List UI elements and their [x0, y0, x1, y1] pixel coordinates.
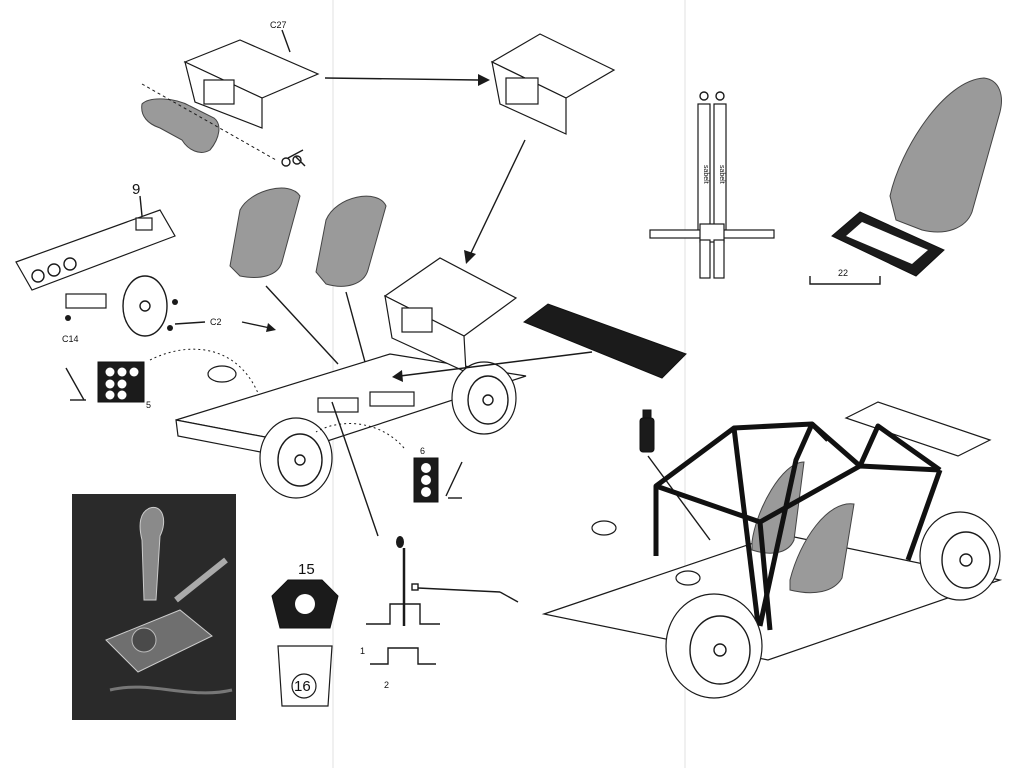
seat-with-rails: 22: [809, 77, 1002, 285]
gear-lever-section: 1 2: [360, 536, 519, 690]
wheel-front-right: [665, 593, 763, 699]
wheel-rear: [451, 361, 517, 435]
arrow-mat-to-floor: [399, 351, 593, 377]
label-15: 15: [298, 561, 315, 578]
cut-line: [141, 83, 277, 161]
label-22: 22: [838, 268, 848, 278]
label-16: 16: [294, 678, 311, 695]
fire-extinguisher-icon: [639, 409, 711, 541]
belt-brand-right: sabelt: [718, 165, 725, 184]
arrow-to-panel: [324, 77, 479, 81]
gear-shift-photo: [72, 494, 236, 720]
label-1: 1: [360, 646, 365, 656]
rear-panel-trimmed: [490, 33, 616, 135]
label-6: 6: [420, 446, 425, 456]
belt-brand-left: sabelt: [702, 165, 709, 184]
part-15: 15: [271, 561, 339, 629]
part-16: 16: [277, 645, 333, 707]
wheel-front: [259, 417, 333, 499]
seat-left: [229, 187, 339, 365]
label-c2: C2: [210, 317, 222, 327]
gauge-9: [135, 217, 153, 231]
chassis-center: [175, 257, 527, 499]
roll-cage: [653, 421, 943, 631]
scissors-icon: [281, 149, 306, 167]
label-9: 9: [132, 181, 140, 198]
decal-6: 6: [315, 423, 463, 503]
racing-harness: sabelt sabelt: [649, 91, 775, 279]
label-c14: C14: [62, 334, 79, 344]
arrow-panel-to-chassis: [469, 139, 526, 256]
steering-wheel: [122, 275, 168, 337]
dashboard: [15, 209, 176, 291]
rear-panel-c27-assembly: C27: [141, 20, 320, 167]
front-seat-grey: [789, 503, 855, 594]
floor-mat: [522, 303, 687, 379]
dashboard-assembly: 9 C14 C2: [15, 181, 276, 344]
chassis-with-rollcage: [541, 401, 1003, 699]
label-2: 2: [384, 680, 389, 690]
rear-panel-window: [203, 79, 235, 105]
label-c27: C27: [270, 20, 287, 30]
rear-spoiler: [844, 401, 992, 457]
label-5: 5: [146, 400, 151, 410]
seat-right: [315, 195, 387, 411]
wheel-rear-right: [919, 511, 1001, 601]
cut-off-part: [141, 98, 220, 153]
decal-5: 5: [65, 348, 261, 410]
steering-column: [65, 293, 107, 309]
